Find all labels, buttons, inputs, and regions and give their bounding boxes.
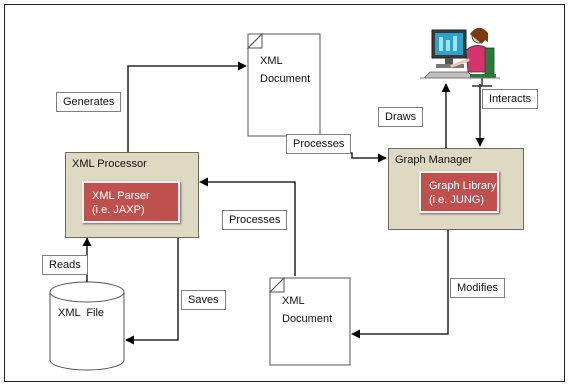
label-interacts: Interacts [482,89,539,109]
graph-library-line1: Graph Library [429,180,497,192]
label-modifies: Modifies [450,278,505,298]
xml-document-top-line1: XML [260,55,283,67]
graph-manager-box: Graph Manager Graph Library (i.e. JUNG) [388,148,524,230]
label-processes-bottom: Processes [222,210,288,230]
xml-document-top-line2: Document [260,73,311,85]
diagram-frame [4,4,565,382]
xml-file-label: XML File [58,307,105,319]
label-draws: Draws [378,107,424,127]
xml-document-bottom-line2: Document [282,313,333,325]
xml-parser-box: XML Parser (i.e. JAXP) [82,181,180,223]
edge-modifies [351,230,449,339]
label-saves: Saves [181,290,226,310]
xml-file-cylinder [49,281,125,371]
xml-document-top: XML Document [260,52,310,88]
graph-manager-title: Graph Manager [395,154,473,166]
edge-processes-bottom [199,177,296,276]
xml-processor-box: XML Processor XML Parser (i.e. JAXP) [65,152,199,238]
label-reads: Reads [42,255,88,275]
xml-processor-title: XML Processor [72,158,147,170]
xml-parser-line2: (i.e. JAXP) [92,204,145,216]
xml-parser-line1: XML Parser [92,190,150,202]
label-generates: Generates [56,92,122,112]
xml-document-bottom: XML Document [282,292,332,328]
edge-generates [127,61,247,152]
graph-library-line2: (i.e. JUNG) [429,194,484,206]
label-processes-top: Processes [286,134,352,154]
xml-document-bottom-line1: XML [282,295,305,307]
user-at-computer-icon [420,27,500,87]
xml-document-bottom-shape [269,277,351,366]
edge-saves [125,238,179,345]
graph-library-box: Graph Library (i.e. JUNG) [419,171,499,213]
